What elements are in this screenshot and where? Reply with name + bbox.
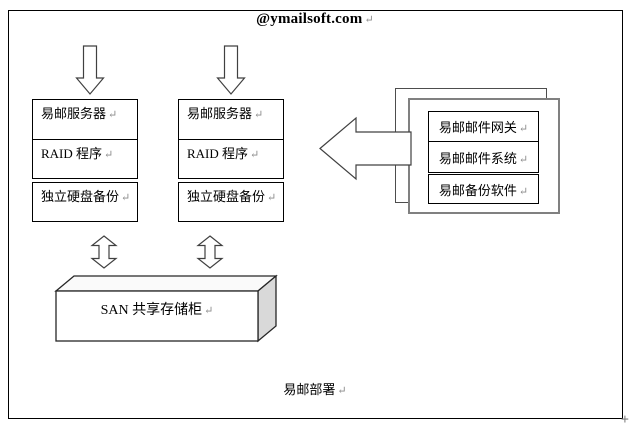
caption-text: 易邮部署: [283, 382, 336, 397]
server-stack2-row-server: 易邮服务器↵: [178, 99, 284, 140]
title-text: @ymailsoft.com: [256, 11, 363, 27]
paragraph-return-mark: ↵: [250, 149, 260, 161]
cell-label: 易邮服务器: [41, 106, 107, 121]
san-label-text: SAN 共享存储柜: [100, 303, 203, 318]
server-stack2-row-backup: 独立硬盘备份↵: [178, 182, 284, 222]
software-box-backup: 易邮备份软件↵: [428, 174, 539, 204]
page-title: @ymailsoft.com↵: [0, 11, 630, 28]
page-border: [8, 10, 623, 419]
server-stack1-row-raid: RAID 程序↵: [32, 139, 138, 179]
paragraph-return-mark: ↵: [108, 109, 118, 121]
paragraph-return-mark: ↵: [254, 109, 264, 121]
paragraph-return-mark: ↵: [121, 192, 131, 204]
cell-label: 独立硬盘备份: [187, 189, 266, 204]
software-label: 易邮邮件系统: [438, 150, 517, 166]
paragraph-return-mark: ↵: [518, 123, 529, 135]
corner-plus-mark: +: [621, 412, 629, 427]
cell-label: RAID 程序: [41, 146, 103, 161]
paragraph-return-mark: ↵: [518, 185, 529, 198]
paragraph-return-mark: ↵: [364, 14, 374, 26]
software-label: 易邮邮件网关: [438, 120, 517, 135]
server-stack2-row-raid: RAID 程序↵: [178, 139, 284, 179]
software-label: 易邮备份软件: [438, 182, 517, 198]
paragraph-return-mark: ↵: [518, 153, 529, 166]
paragraph-return-mark: ↵: [267, 192, 277, 204]
paragraph-return-mark: ↵: [104, 149, 114, 161]
paragraph-return-mark: ↵: [204, 305, 214, 317]
cell-label: 独立硬盘备份: [41, 189, 120, 204]
san-storage-label: SAN 共享存储柜↵: [56, 291, 258, 341]
paragraph-return-mark: ↵: [337, 385, 347, 397]
server-stack1-row-server: 易邮服务器↵: [32, 99, 138, 140]
cell-label: RAID 程序: [187, 146, 249, 161]
server-stack1-row-backup: 独立硬盘备份↵: [32, 182, 138, 222]
cell-label: 易邮服务器: [187, 106, 253, 121]
software-box-mailsystem: 易邮邮件系统↵: [428, 141, 539, 173]
diagram-caption: 易邮部署↵: [0, 379, 630, 398]
software-box-gateway: 易邮邮件网关↵: [428, 111, 539, 142]
